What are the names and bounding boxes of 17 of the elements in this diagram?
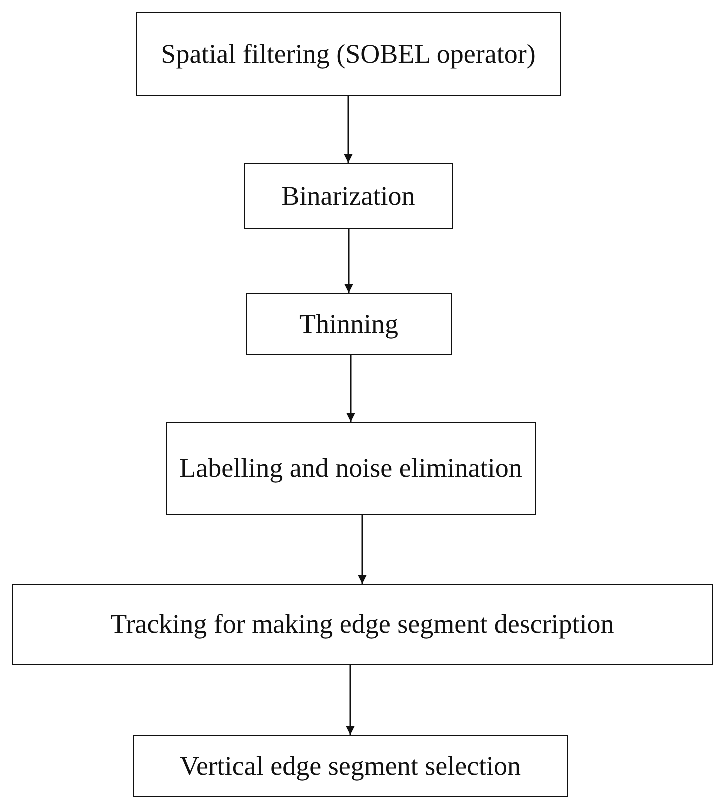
- arrow: [358, 515, 367, 584]
- process-box: [246, 293, 452, 355]
- box-label: Spatial filtering (SOBEL operator): [161, 38, 536, 70]
- process-box: [12, 584, 713, 665]
- box-label: Tracking for making edge segment description: [110, 609, 614, 640]
- process-box: [166, 422, 536, 515]
- box-label: Labelling and noise elimination: [180, 453, 522, 484]
- arrow: [344, 96, 353, 163]
- box-label: Thinning: [300, 308, 398, 340]
- box-label: Vertical edge segment selection: [180, 750, 522, 782]
- arrow: [346, 665, 355, 735]
- arrow: [346, 355, 356, 422]
- process-box: [133, 735, 568, 797]
- process-box: [136, 12, 561, 96]
- arrow: [344, 229, 354, 293]
- process-box: [244, 163, 453, 229]
- box-label: Binarization: [282, 180, 416, 212]
